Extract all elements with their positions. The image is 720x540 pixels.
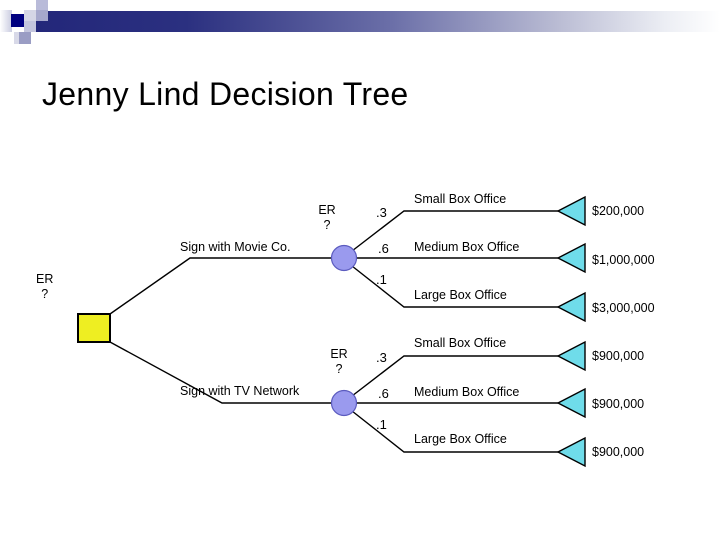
edge-movie-large bbox=[351, 265, 558, 308]
outcome-tv-medium: Medium Box Office bbox=[414, 385, 520, 399]
tv-er-question: ? bbox=[335, 362, 343, 376]
deco-square-6 bbox=[24, 10, 36, 21]
deco-square-3 bbox=[11, 14, 24, 27]
edge-tv-small bbox=[351, 355, 558, 397]
outcome-movie-large: Large Box Office bbox=[414, 288, 507, 302]
deco-square-10 bbox=[14, 32, 19, 44]
deco-square-4 bbox=[24, 0, 36, 10]
prob-tv-large: .1 bbox=[376, 417, 387, 432]
outcome-tv-large: Large Box Office bbox=[414, 432, 507, 446]
prob-movie-medium: .6 bbox=[378, 241, 389, 256]
edge-root-to-movie bbox=[109, 257, 344, 315]
root-er-label: ER ? bbox=[36, 272, 53, 302]
payoff-tv-large: $900,000 bbox=[592, 445, 645, 459]
prob-tv-medium: .6 bbox=[378, 386, 389, 401]
outcome-tv-small: Small Box Office bbox=[414, 336, 507, 350]
root-er-question: ? bbox=[41, 287, 49, 301]
prob-movie-large: .1 bbox=[376, 272, 387, 287]
edge-movie-small bbox=[351, 210, 558, 252]
deco-square-1 bbox=[0, 10, 12, 32]
prob-tv-small: .3 bbox=[376, 350, 387, 365]
branch-label-movie: Sign with Movie Co. bbox=[180, 240, 291, 254]
outcome-movie-small: Small Box Office bbox=[414, 192, 507, 206]
prob-movie-small: .3 bbox=[376, 205, 387, 220]
movie-er-text: ER bbox=[318, 203, 336, 217]
deco-square-8 bbox=[24, 21, 36, 32]
tv-er-label: ER ? bbox=[321, 347, 357, 377]
root-er-text: ER bbox=[36, 272, 54, 286]
movie-er-label: ER ? bbox=[309, 203, 345, 233]
deco-square-9 bbox=[18, 32, 31, 44]
terminal-node-tv-large[interactable] bbox=[556, 436, 586, 468]
deco-square-5 bbox=[36, 0, 48, 10]
terminal-node-movie-large[interactable] bbox=[556, 291, 586, 323]
branch-label-tv: Sign with TV Network bbox=[180, 384, 300, 398]
payoff-movie-small: $200,000 bbox=[592, 204, 645, 218]
edge-tv-large bbox=[351, 410, 558, 453]
payoff-movie-large: $3,000,000 bbox=[592, 301, 655, 315]
movie-er-question: ? bbox=[323, 218, 331, 232]
payoff-tv-medium: $900,000 bbox=[592, 397, 645, 411]
deco-square-7 bbox=[36, 10, 48, 21]
terminal-node-movie-small[interactable] bbox=[556, 195, 586, 227]
page-title: Jenny Lind Decision Tree bbox=[42, 76, 409, 112]
header-decoration bbox=[0, 0, 720, 60]
decision-node-root[interactable] bbox=[77, 313, 111, 343]
edge-root-to-tv bbox=[109, 341, 344, 404]
terminal-node-tv-medium[interactable] bbox=[556, 387, 586, 419]
outcome-movie-medium: Medium Box Office bbox=[414, 240, 520, 254]
chance-node-tv[interactable] bbox=[330, 389, 358, 417]
payoff-tv-small: $900,000 bbox=[592, 349, 645, 363]
chance-node-movie[interactable] bbox=[330, 244, 358, 272]
header-gradient-bar bbox=[36, 11, 720, 32]
terminal-node-tv-small[interactable] bbox=[556, 340, 586, 372]
terminal-node-movie-medium[interactable] bbox=[556, 242, 586, 274]
tv-er-text: ER bbox=[330, 347, 348, 361]
payoff-movie-medium: $1,000,000 bbox=[592, 253, 655, 267]
